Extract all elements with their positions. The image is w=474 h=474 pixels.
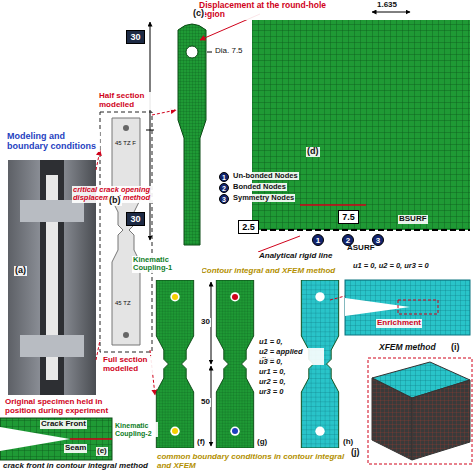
node-text: 3: [222, 196, 226, 203]
dimension-box: 30: [126, 30, 145, 44]
figure-label: critical crack opening displacement meth…: [72, 186, 172, 203]
figure-label: Symmetry Nodes: [232, 194, 295, 202]
node-number-circle: 1: [312, 234, 324, 246]
figure-label: crack front in contour integral method: [2, 462, 149, 471]
node-number-circle: 2: [219, 183, 229, 193]
figure-label: (j): [350, 448, 361, 458]
figure-label: u1 = 0, u2 = 0, ur3 = 0: [352, 262, 430, 270]
figure-label: Analytical rigid line: [258, 252, 333, 261]
figure-label: Kinematic Coupling-1: [132, 256, 202, 273]
figure-label: Modeling and boundary conditions: [6, 132, 100, 152]
figure-label: XFEM method: [378, 343, 437, 352]
node-number-circle: 3: [372, 234, 384, 246]
node-number-circle: 1: [219, 172, 229, 182]
node-text: 30: [130, 214, 140, 224]
figure-label: BSURF: [398, 215, 428, 224]
figure-label: 45 TZ F: [114, 140, 137, 147]
node-text: 1: [316, 236, 320, 245]
figure-label: (d): [306, 147, 320, 157]
figure-label: (f): [196, 438, 206, 447]
node-number-circle: 3: [219, 194, 229, 204]
node-text: 1: [222, 174, 226, 181]
figure-label: ur1 = 0,: [258, 368, 286, 376]
dimension-box: 30: [126, 212, 145, 226]
figure-label: Dia. 7.5: [214, 47, 244, 56]
figure-label: ur3 = 0: [258, 388, 284, 396]
figure-label: (b): [108, 196, 122, 206]
figure-label: 1.635: [376, 1, 398, 10]
figure-label: 45 TZ: [114, 300, 132, 307]
figure-label: (e): [96, 447, 108, 456]
node-text: 2.5: [242, 222, 255, 232]
figure-label: Bonded Nodes: [232, 183, 287, 191]
figure-label: (h): [342, 438, 354, 447]
figure-label: u1 = 0,: [258, 338, 284, 346]
figure-label: Enrichment: [376, 319, 422, 328]
node-text: 2: [346, 236, 350, 245]
figure-label: Crack Front: [40, 420, 87, 429]
dimension-box: 7.5: [338, 210, 359, 224]
figure-label: (g): [256, 438, 268, 447]
figure-label: Displacement at the round-hole region: [198, 1, 350, 20]
node-text: 7.5: [342, 212, 355, 222]
node-text: 30: [130, 32, 140, 42]
figure-label: 50: [200, 398, 211, 407]
figure-label: ur2 = 0,: [258, 378, 286, 386]
dimension-box: 2.5: [238, 220, 259, 234]
figure-label: common boundary conditions in contour in…: [156, 453, 348, 471]
figure-label: Original specimen held in position durin…: [4, 398, 116, 416]
figure-label: Half section modelled: [98, 92, 174, 110]
figure-label: 30: [200, 318, 211, 327]
figure-label: Kinematic Coupling-2: [114, 422, 158, 437]
figure-label: (a): [14, 266, 27, 276]
figure-label: (i): [450, 343, 461, 353]
figure-label: (c): [192, 9, 205, 19]
figure-label: Contour integral and XFEM method: [200, 267, 336, 276]
figure-label: u3 = 0,: [258, 358, 284, 366]
node-text: 3: [376, 236, 380, 245]
figure-label: Full section modelled: [102, 356, 154, 374]
node-number-circle: 2: [342, 234, 354, 246]
figure-label: Un-bonded Nodes: [232, 172, 299, 180]
figure-label: Seam: [64, 444, 87, 453]
node-text: 2: [222, 185, 226, 192]
